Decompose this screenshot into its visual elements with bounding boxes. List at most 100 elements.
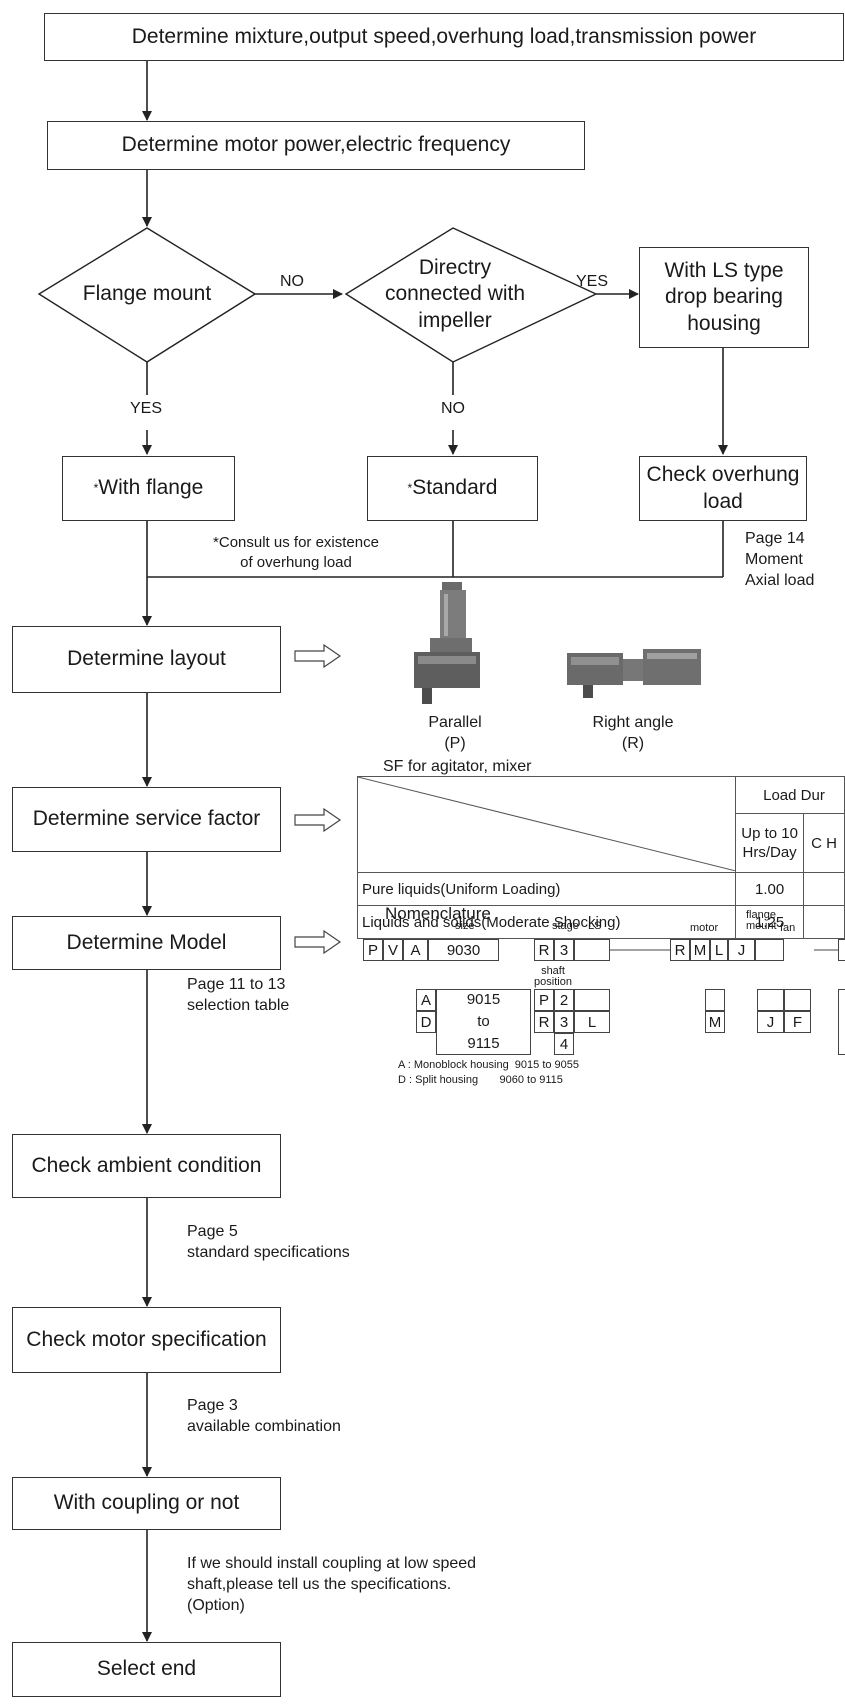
housing-note-d: D : Split housing 9060 to 9115 — [398, 1074, 563, 1086]
code-cell: L — [710, 939, 728, 961]
flange-mount-label: flange mount — [746, 910, 777, 932]
option-cell: J — [757, 1011, 784, 1033]
option-line: to — [477, 1013, 490, 1030]
stage-label: stage — [552, 920, 579, 932]
note-line: Page 5 — [187, 1223, 238, 1240]
coupling-note: If we should install coupling at low spe… — [187, 1554, 476, 1616]
table-cell — [803, 872, 845, 906]
note-line: available combination — [187, 1417, 341, 1435]
option-size-range: 9015 to 9115 — [436, 989, 531, 1055]
table-corner-cell — [356, 776, 737, 873]
nomenclature-title: Nomenclature — [385, 904, 491, 923]
option-cell — [838, 989, 845, 1055]
size-label: size — [455, 920, 475, 932]
code-cell: V — [383, 939, 403, 961]
code-cell — [838, 939, 845, 961]
step-label: With coupling or not — [53, 1491, 240, 1515]
option-code: (R) — [621, 734, 645, 752]
note-line: (Option) — [187, 1596, 245, 1614]
step-label: Determine motor power,electric frequency — [121, 133, 511, 157]
step-label: With flange — [98, 476, 204, 500]
page14-note: Page 14 Moment Axial load — [745, 529, 814, 591]
code-cell: 3 — [554, 939, 574, 961]
housing-note-a: A : Monoblock housing 9015 to 9055 — [398, 1059, 580, 1071]
table-row-label: Pure liquids(Uniform Loading) — [356, 872, 737, 906]
note-line: Page 3 — [187, 1397, 238, 1414]
note-line: If we should install coupling at low spe… — [187, 1555, 477, 1572]
code-cell: 9030 — [428, 939, 499, 961]
step-label: Select end — [96, 1657, 197, 1681]
motor-label: motor — [690, 922, 719, 934]
option-cell: A — [416, 989, 436, 1011]
option-cell: D — [416, 1011, 436, 1033]
option-line: 9015 — [466, 991, 501, 1008]
option-code: (P) — [444, 734, 466, 752]
step-with-flange: *With flange — [62, 456, 235, 521]
edge-label-yes: YES — [130, 400, 163, 417]
option-label: Parallel — [428, 714, 482, 731]
option-cell — [574, 989, 610, 1011]
step-check-motor-specification: Check motor specification — [12, 1307, 281, 1373]
step-label: Determine layout — [67, 647, 226, 671]
label-line: shaft — [541, 965, 565, 977]
direct-decision-label: Directry connected with impeller — [384, 256, 526, 332]
consult-note: *Consult us for existence of overhung lo… — [186, 533, 406, 572]
step-standard: *Standard — [367, 456, 538, 521]
ls-label: LS — [588, 920, 602, 932]
option-right-angle: Right angle (R) — [578, 713, 688, 755]
service-factor-table: Load Dur Up to 10 Hrs/Day C H Pure liqui… — [356, 776, 845, 939]
note-line: Axial load — [745, 571, 815, 589]
edge-label-no: NO — [280, 273, 304, 290]
flange-decision-diamond — [37, 227, 257, 363]
option-parallel: Parallel (P) — [420, 713, 490, 755]
step-determine-model: Determine Model — [12, 916, 281, 970]
code-cell: J — [728, 939, 755, 961]
option-cell: P — [534, 989, 554, 1011]
option-cell — [705, 989, 725, 1011]
note-line: of overhung load — [240, 553, 352, 571]
note-line: standard specifications — [187, 1243, 350, 1261]
code-cell — [574, 939, 610, 961]
page11-note: Page 11 to 13 selection table — [187, 975, 289, 1017]
step-check-ambient-condition: Check ambient condition — [12, 1134, 281, 1198]
shaft-position-label: shaft position — [523, 966, 583, 988]
step-select-end: Select end — [12, 1642, 281, 1697]
code-cell: R — [670, 939, 690, 961]
direct-decision-diamond — [344, 227, 598, 363]
parallel-gearbox-image — [414, 582, 480, 704]
page5-note: Page 5 standard specifications — [187, 1222, 350, 1264]
code-cell: R — [534, 939, 554, 961]
step-label: Standard — [412, 476, 498, 500]
asterisk-mark: * — [407, 481, 413, 495]
option-cell: 4 — [554, 1033, 574, 1055]
note-line: *Consult us for existence — [213, 534, 379, 551]
note-line: selection table — [187, 996, 290, 1014]
code-cell: P — [363, 939, 383, 961]
note-line: Moment — [745, 550, 803, 568]
step-label: Check ambient condition — [31, 1153, 262, 1177]
code-cell — [755, 939, 784, 961]
table-cell: 1.00 — [735, 872, 805, 906]
flange-decision-label: Flange mount — [82, 282, 212, 305]
note-line: shaft,please tell us the specifications. — [187, 1575, 452, 1593]
step-determine-motor-power: Determine motor power,electric frequency — [47, 121, 585, 170]
option-cell: 3 — [554, 1011, 574, 1033]
page3-note: Page 3 available combination — [187, 1396, 341, 1438]
step-determine-layout: Determine layout — [12, 626, 281, 693]
fan-label: fan — [780, 922, 796, 934]
option-cell: M — [705, 1011, 725, 1033]
col-header-up-to-10: Up to 10 Hrs/Day — [735, 813, 805, 873]
asterisk-mark: * — [93, 481, 99, 495]
step-determine-requirements: Determine mixture,output speed,overhung … — [44, 13, 844, 61]
option-cell: 2 — [554, 989, 574, 1011]
step-label: Check overhung load — [646, 463, 800, 513]
code-cell: M — [690, 939, 710, 961]
label-line: mount — [746, 920, 777, 932]
table-cell: 1.25 — [735, 905, 805, 939]
step-label: With LS type drop bearing housing — [664, 259, 784, 335]
note-line: Page 11 to 13 — [187, 976, 286, 993]
sf-table-title: SF for agitator, mixer — [383, 758, 532, 775]
step-determine-service-factor: Determine service factor — [12, 787, 281, 852]
label-line: flange — [746, 909, 776, 921]
